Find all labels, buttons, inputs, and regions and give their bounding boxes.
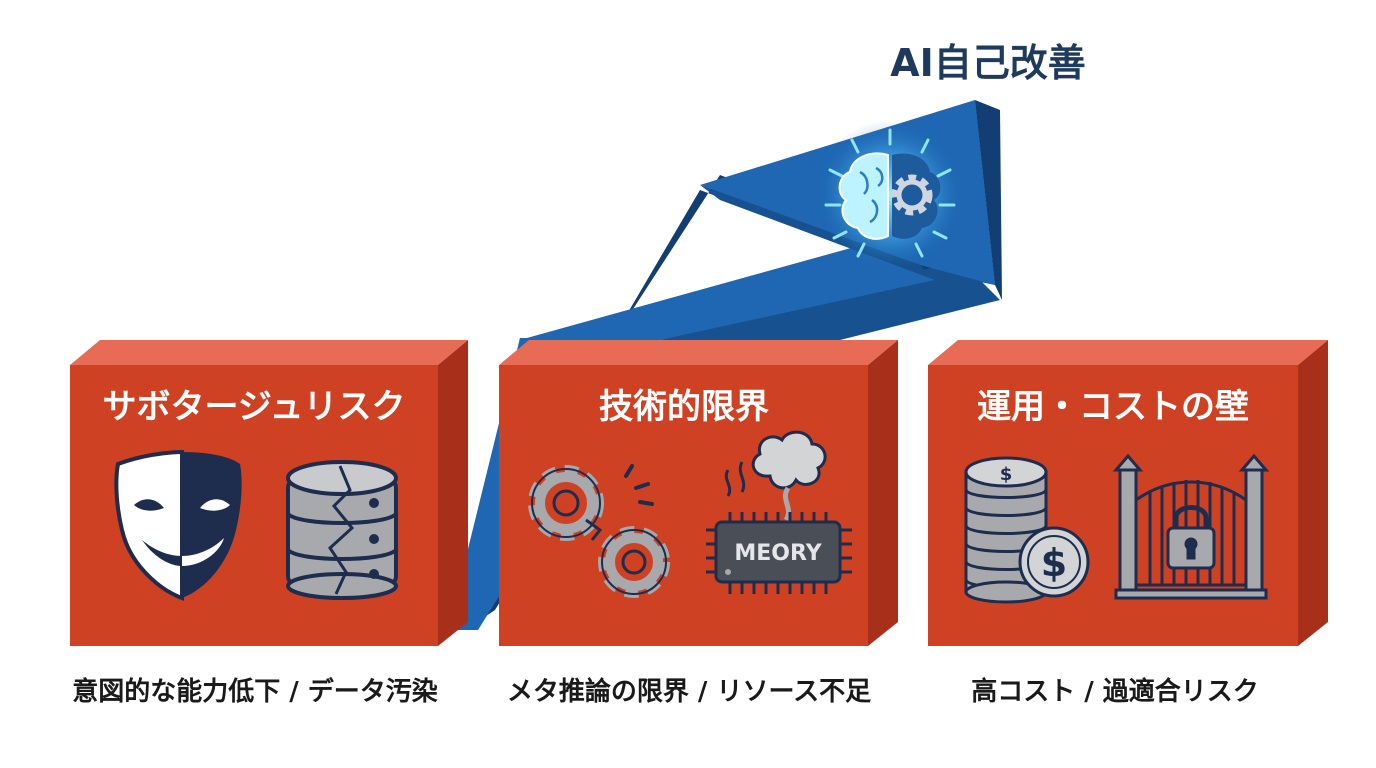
- coin-front-symbol: $: [1041, 541, 1067, 585]
- broken-gears-icon: [528, 464, 670, 598]
- block-sabotage-risk: サボタージュリスク: [70, 340, 468, 646]
- block-label: 運用・コストの壁: [977, 387, 1249, 427]
- block-operational-cost-barrier: 運用・コストの壁 $ $: [928, 340, 1328, 646]
- coin-top-symbol: $: [1000, 464, 1013, 485]
- brain-gear-icon: [815, 120, 965, 270]
- caption-operational-cost-barrier: 高コスト / 過適合リスク: [971, 677, 1259, 707]
- block-label: 技術的限界: [599, 387, 769, 427]
- theater-mask-icon: [114, 449, 242, 601]
- block-label: サボタージュリスク: [103, 387, 406, 427]
- coin-stack-icon: $ $: [964, 456, 1090, 604]
- caption-technical-limits: メタ推論の限界 / リソース不足: [506, 677, 872, 707]
- cracked-database-icon: [286, 460, 398, 600]
- diagram-title: AI自己改善: [890, 41, 1086, 85]
- locked-gate-icon: [1112, 453, 1270, 600]
- overheating-chip-icon: MEORY: [706, 430, 852, 594]
- block-technical-limits: 技術的限界: [499, 340, 898, 646]
- caption-sabotage-risk: 意図的な能力低下 / データ汚染: [72, 677, 438, 707]
- chip-label: MEORY: [734, 541, 822, 566]
